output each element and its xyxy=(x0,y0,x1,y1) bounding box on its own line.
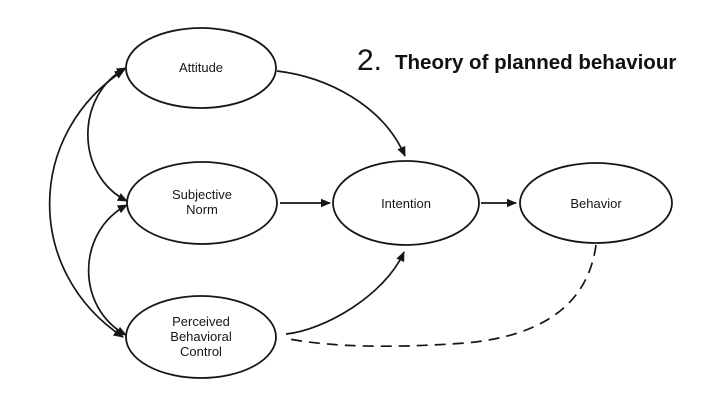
title-number: 2. xyxy=(357,44,382,77)
node-behavior: Behavior xyxy=(519,162,673,244)
attitude-label: Attitude xyxy=(179,60,223,75)
attitude-ellipse xyxy=(125,27,277,109)
subjective-norm-ellipse xyxy=(126,161,278,245)
pbc-label-line1: Perceived xyxy=(172,314,230,329)
edge-subjectivenorm-pbc xyxy=(87,204,128,336)
edge-behavior-pbc-dashed xyxy=(288,244,597,348)
subjective-norm-label-line2: Norm xyxy=(186,202,218,217)
intention-label: Intention xyxy=(381,196,431,211)
pbc-label-line3: Control xyxy=(180,344,222,359)
node-attitude: Attitude xyxy=(125,27,277,109)
perceived-behavioral-control-ellipse xyxy=(125,295,277,379)
title-text: Theory of planned behaviour xyxy=(395,51,676,74)
diagram-title: 2. Theory of planned behaviour xyxy=(357,44,676,77)
pbc-label-line2: Behavioral xyxy=(170,329,232,344)
subjective-norm-label-line1: Subjective xyxy=(172,187,232,202)
node-subjective-norm: Subjective Norm xyxy=(126,161,278,245)
behavior-label: Behavior xyxy=(570,196,622,211)
node-perceived-behavioral-control: Perceived Behavioral Control xyxy=(125,295,277,379)
edge-attitude-subjectivenorm xyxy=(87,67,128,202)
behavior-ellipse xyxy=(519,162,673,244)
node-intention: Intention xyxy=(332,160,480,246)
intention-ellipse xyxy=(332,160,480,246)
edge-attitude-intention xyxy=(276,70,406,157)
edge-pbc-intention xyxy=(285,251,405,335)
edge-attitude-pbc xyxy=(48,69,125,338)
